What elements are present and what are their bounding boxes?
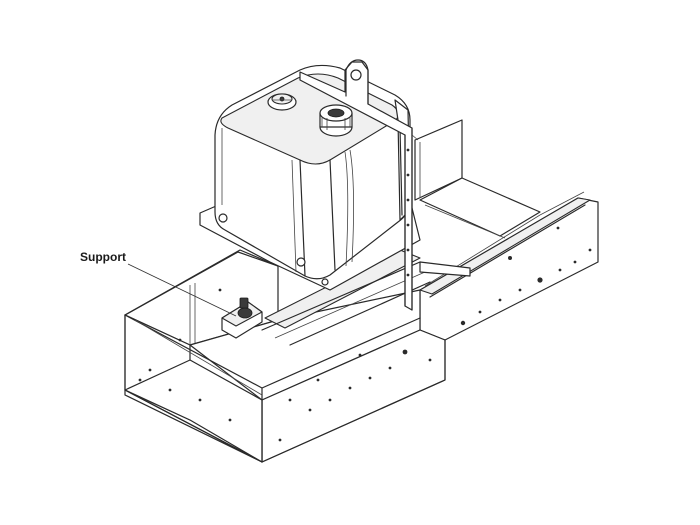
inner-rails <box>261 249 471 346</box>
left-frame-box <box>124 249 446 463</box>
support-leader-line <box>127 263 237 317</box>
support-bracket <box>221 297 263 339</box>
fuel-tank <box>199 64 421 291</box>
upright-bracket <box>299 59 419 311</box>
support-callout-label: Support <box>80 250 126 264</box>
rear-frame <box>414 119 541 239</box>
